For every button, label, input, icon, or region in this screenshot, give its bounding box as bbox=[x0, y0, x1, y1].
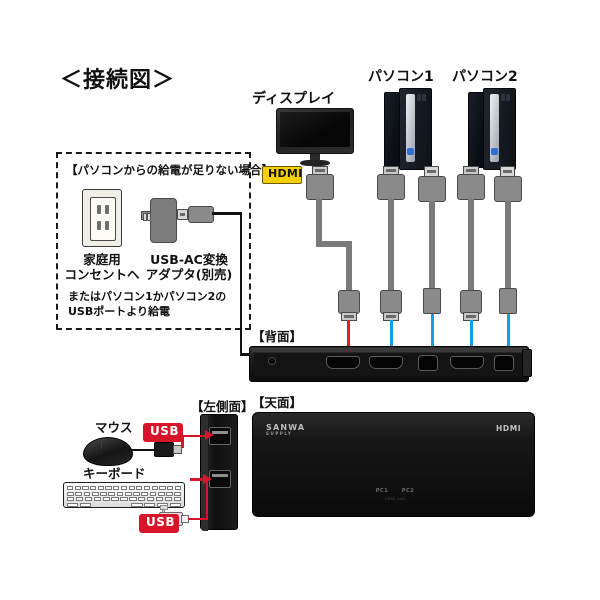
pc2-hdmi-arrow-line bbox=[469, 320, 473, 350]
pc2-usb-b-port bbox=[494, 355, 514, 371]
pc1-hdmi-plug-bottom bbox=[380, 290, 402, 314]
power-note-line1: またはパソコン1かパソコン2の bbox=[68, 290, 227, 303]
pc1-tower-icon bbox=[384, 88, 432, 170]
pc1-label: パソコン1 bbox=[368, 69, 434, 85]
indicator-sublabel: HDMI USB bbox=[384, 497, 406, 501]
usb-badge-keyboard: USB bbox=[139, 514, 179, 533]
display-hdmi-cable-v1 bbox=[316, 199, 322, 245]
mouse-usb-plug bbox=[154, 442, 174, 457]
mouse-connection-arrow-riser bbox=[181, 434, 184, 448]
power-note-line2: USBポートより給電 bbox=[68, 305, 171, 318]
power-cable-segment-vertical bbox=[239, 212, 242, 355]
pc1-usb-b-port bbox=[418, 355, 438, 371]
adapter-plug-prongs bbox=[141, 211, 151, 221]
top-panel-label: 【天面】 bbox=[252, 395, 303, 410]
dc-power-port bbox=[268, 357, 276, 365]
pc2-indicator-led-label: PC2 bbox=[401, 488, 415, 494]
pc2-usb-plug bbox=[494, 176, 522, 202]
sanwa-brand-logo: SANWA SUPPLY bbox=[266, 423, 306, 437]
hdmi-badge: HDMI bbox=[262, 166, 302, 184]
adapter-label-line1: USB-AC変換 bbox=[150, 252, 228, 267]
pc1-usb-cable bbox=[429, 201, 435, 293]
outlet-label-line1: 家庭用 bbox=[83, 252, 121, 267]
usb-port-keyboard[interactable] bbox=[209, 470, 231, 488]
power-supply-info-box: 【パソコンからの給電が足りない場合】 家庭用 コンセントヘ USB-AC変換 ア… bbox=[56, 152, 273, 330]
keyboard-label: キーボード bbox=[83, 466, 146, 481]
hdmi-out-port bbox=[326, 356, 360, 369]
adapter-usb-socket bbox=[177, 209, 188, 220]
pc2-usb-cable bbox=[505, 201, 511, 293]
pc1-usbb-plug bbox=[423, 288, 441, 314]
pc1-hdmi-arrow-line bbox=[389, 320, 393, 350]
mouse-usb-plug-tip bbox=[173, 445, 182, 454]
keyboard-arrow-riser bbox=[205, 478, 208, 518]
adapter-label-line2: アダプタ(別売) bbox=[145, 267, 233, 282]
pc1-hdmi-in-port bbox=[369, 356, 403, 369]
keyboard-icon bbox=[63, 482, 185, 508]
kvm-top-view bbox=[252, 412, 535, 517]
rear-panel-endcap bbox=[522, 349, 532, 377]
sanwa-brand-subtext: SUPPLY bbox=[266, 431, 293, 437]
display-hdmi-cable-v2 bbox=[346, 241, 352, 293]
keyboard-connection-arrow-head bbox=[203, 473, 212, 484]
keyboard-arrow-h1 bbox=[188, 517, 208, 520]
mouse-connection-arrow-line bbox=[181, 434, 207, 437]
sanwa-brand-text: SANWA bbox=[266, 423, 306, 432]
power-cable-segment-bottom bbox=[239, 353, 252, 356]
keyboard-cable-joint bbox=[160, 505, 168, 510]
outlet-label-line2: コンセントヘ bbox=[64, 267, 140, 282]
pc2-usb-arrow-line bbox=[506, 314, 510, 350]
pc1-indicator-led-label: PC1 bbox=[375, 488, 389, 494]
pc2-hdmi-cable bbox=[468, 199, 474, 293]
mouse-icon bbox=[83, 437, 133, 466]
pc2-usbb-plug bbox=[499, 288, 517, 314]
mouse-label: マウス bbox=[95, 420, 133, 435]
usb-badge-mouse: USB bbox=[143, 423, 183, 442]
keyboard-arrow-h2 bbox=[190, 478, 208, 481]
wall-outlet-icon bbox=[82, 189, 122, 247]
pc1-usb-arrow-line bbox=[430, 314, 434, 350]
display-hdmi-cable-h bbox=[316, 241, 352, 247]
display-hdmi-plug-bottom bbox=[338, 290, 360, 314]
left-side-panel-label: 【左側面】 bbox=[191, 399, 254, 414]
pc1-usb-plug bbox=[418, 176, 446, 202]
display-connection-arrow-line bbox=[347, 320, 350, 350]
page-title: ＜接続図＞ bbox=[60, 68, 176, 93]
mouse-connection-arrow-head bbox=[205, 430, 214, 440]
mouse-cable bbox=[128, 448, 156, 451]
pc2-hdmi-plug-bottom bbox=[460, 290, 482, 314]
display-hdmi-plug bbox=[306, 174, 334, 200]
usb-ac-adapter-icon bbox=[150, 198, 177, 243]
pc1-hdmi-plug bbox=[377, 174, 405, 200]
hdmi-logo-mark: HDMI bbox=[496, 424, 522, 433]
pc2-label: パソコン2 bbox=[452, 69, 518, 85]
power-cable-segment-top bbox=[212, 212, 242, 215]
pc1-hdmi-cable bbox=[388, 199, 394, 293]
power-box-heading: 【パソコンからの給電が足りない場合】 bbox=[66, 163, 273, 177]
pc2-hdmi-in-port bbox=[450, 356, 484, 369]
pc2-tower-icon bbox=[468, 88, 516, 170]
pc2-hdmi-plug bbox=[457, 174, 485, 200]
rear-panel-label: 【背面】 bbox=[252, 329, 303, 344]
display-monitor-icon bbox=[276, 108, 354, 168]
display-label: ディスプレイ bbox=[252, 91, 336, 107]
usb-a-plug-power bbox=[188, 206, 214, 223]
